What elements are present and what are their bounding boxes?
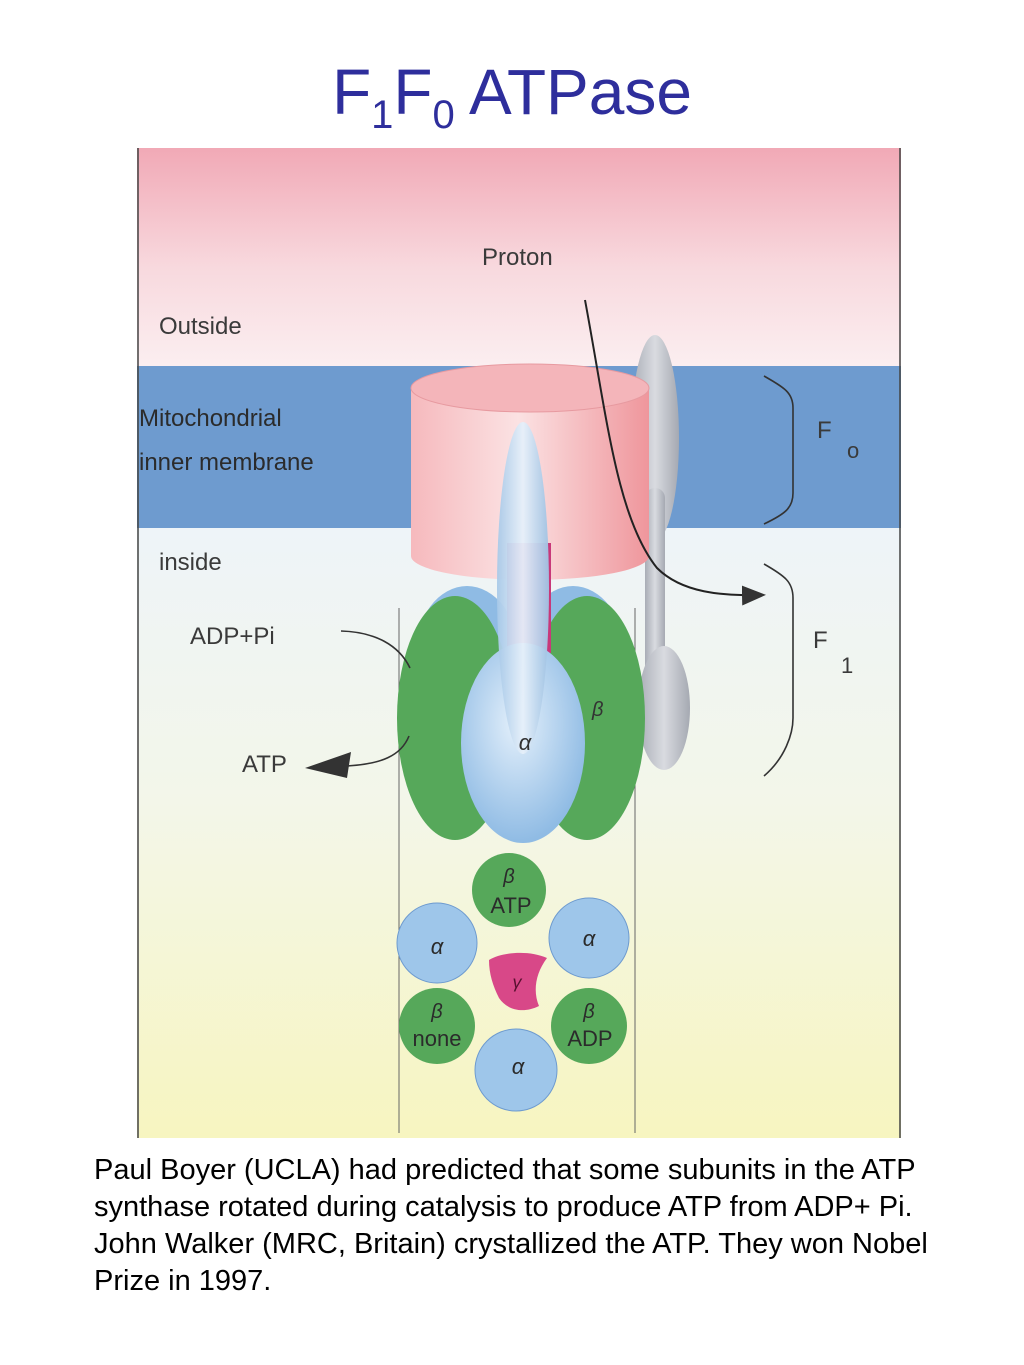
ring-top-greek: β — [502, 866, 514, 888]
f1-bracket — [763, 563, 794, 777]
stator-lower — [638, 646, 690, 770]
atp-out-arrow — [346, 735, 410, 767]
ring-left-lower-greek: β — [430, 1001, 442, 1023]
ring-beta-left-lower — [399, 988, 475, 1064]
ring-right-lower-state: ADP — [567, 1026, 612, 1051]
beta-label-head: β — [591, 699, 603, 721]
membrane-label-line1: Mitochondrial — [139, 405, 282, 432]
title-sub-0: 0 — [432, 93, 455, 137]
alpha-label-head: α — [519, 730, 533, 755]
title-atpase: ATPase — [454, 56, 692, 128]
f1-letter: F — [813, 627, 828, 654]
adp-pi-arrow — [340, 630, 411, 669]
ring-right-lower-greek: β — [582, 1001, 594, 1023]
ring-beta-top — [472, 853, 546, 927]
title-sub-1: 1 — [371, 93, 394, 137]
ring-left-upper-greek: α — [431, 934, 445, 959]
f0-bracket — [763, 375, 794, 525]
ring-beta-right-lower — [551, 988, 627, 1064]
gamma-shaft — [497, 422, 549, 754]
ring-center-greek: γ — [513, 972, 523, 992]
title-f: F — [332, 56, 372, 128]
ring-top-state: ATP — [490, 893, 531, 918]
ring-left-lower-state: none — [413, 1026, 462, 1051]
f0-subscript: o — [847, 438, 859, 463]
ring-alpha-bottom — [474, 1028, 558, 1112]
f0-letter: F — [817, 417, 832, 444]
ring-alpha-right-upper — [548, 897, 630, 979]
proton-path-arrow — [584, 299, 766, 606]
atp-label: ATP — [242, 751, 287, 778]
atp-synthase-diagram: β α Proton Outside Mitochondrial inner m… — [137, 148, 901, 1138]
proton-label: Proton — [482, 244, 553, 271]
ring-right-upper-greek: α — [583, 926, 597, 951]
slide-title: F1F0 ATPase — [0, 52, 1024, 155]
ring-bottom-greek: α — [512, 1054, 526, 1079]
outside-label: Outside — [159, 313, 242, 340]
f0-cylinder-top — [410, 363, 650, 413]
inside-label: inside — [159, 549, 222, 576]
ring-gamma-center — [489, 952, 547, 1011]
membrane-label-line2: inner membrane — [139, 449, 314, 476]
title-f: F — [393, 56, 433, 128]
atp-arrowhead — [305, 752, 351, 778]
outside-region — [137, 148, 901, 366]
caption-text: Paul Boyer (UCLA) had predicted that som… — [94, 1154, 928, 1297]
f1-subscript: 1 — [841, 653, 853, 678]
adp-pi-label: ADP+Pi — [190, 623, 275, 650]
ring-alpha-left-upper — [396, 902, 478, 984]
